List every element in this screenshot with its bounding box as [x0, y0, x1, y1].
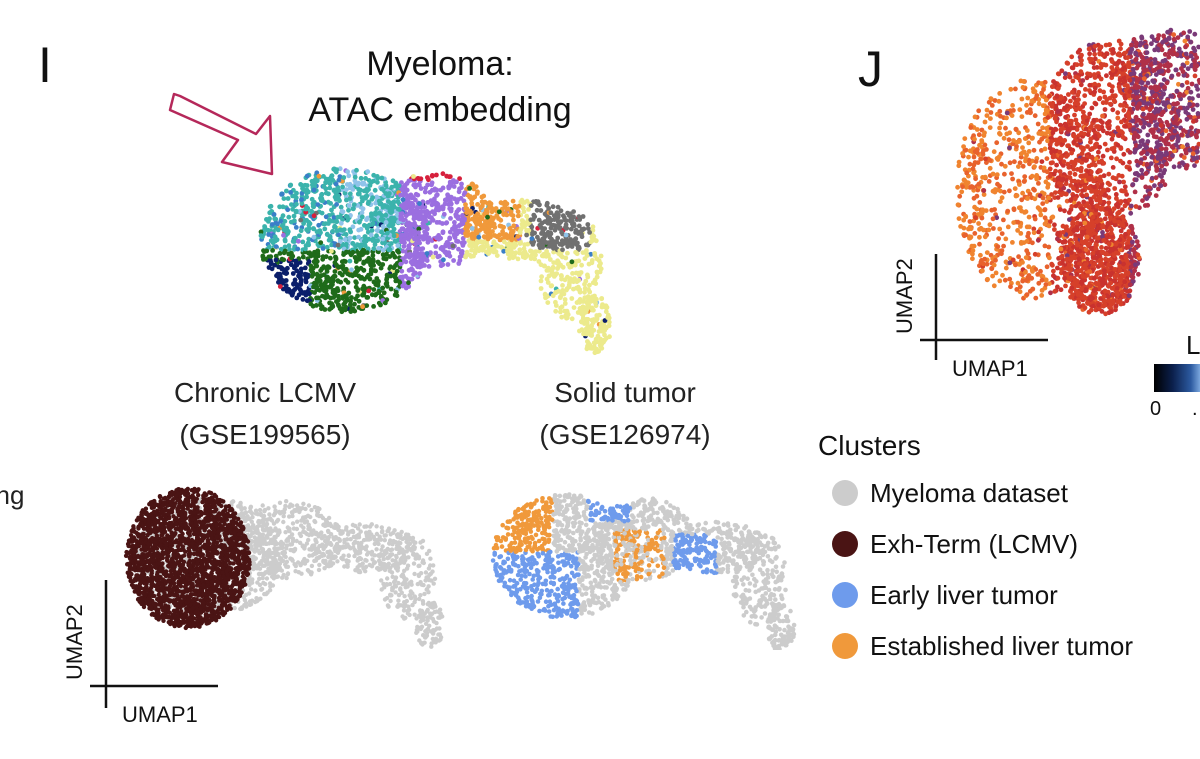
myeloma-title-line2: ATAC embedding — [308, 91, 572, 129]
gradient-umap — [955, 27, 1200, 317]
legend-list: Myeloma dataset Exh-Term (LCMV) Early li… — [832, 476, 1133, 663]
legend-label: Exh-Term (LCMV) — [870, 528, 1079, 559]
legend-swatch — [832, 633, 858, 659]
tumor-title-line1: Solid tumor — [554, 377, 696, 408]
umap2-label-j: UMAP2 — [892, 258, 917, 334]
legend-label: Early liver tumor — [870, 579, 1058, 610]
lcmv-umap — [123, 486, 445, 649]
panel-letter-j: J — [858, 41, 883, 97]
legend-label: Myeloma dataset — [870, 477, 1068, 508]
myeloma-atac-umap — [258, 166, 612, 356]
legend-item-lcmv: Exh-Term (LCMV) — [832, 527, 1133, 561]
umap1-label-i: UMAP1 — [122, 702, 198, 727]
legend-item-early-tumor: Early liver tumor — [832, 578, 1133, 612]
legend-swatch — [832, 480, 858, 506]
tumor-title-line2: (GSE126974) — [539, 419, 711, 450]
colorbar-tick-0: 0 — [1150, 398, 1162, 420]
legend-swatch — [832, 531, 858, 557]
cut-off-text: ng — [0, 480, 25, 510]
myeloma-title-line1: Myeloma: — [366, 45, 514, 83]
umap-axis-indicator-i — [90, 580, 218, 708]
umap1-label-j: UMAP1 — [952, 356, 1028, 381]
colorbar-letter: L — [1186, 330, 1200, 360]
legend-item-myeloma: Myeloma dataset — [832, 476, 1133, 510]
legend-item-established-tumor: Established liver tumor — [832, 629, 1133, 663]
colorbar-tick-dot: . — [1192, 398, 1198, 420]
panel-letter-i: I — [38, 37, 52, 93]
colorbar — [1154, 364, 1200, 392]
umap-axis-indicator-j — [920, 254, 1048, 360]
lcmv-title-line1: Chronic LCMV — [173, 377, 357, 408]
umap2-label-i: UMAP2 — [62, 604, 87, 680]
legend-swatch — [832, 582, 858, 608]
solid-tumor-umap — [490, 492, 797, 650]
lcmv-title-line2: (GSE199565) — [179, 419, 351, 450]
annotation-arrow-icon — [168, 92, 274, 176]
legend-label: Established liver tumor — [870, 630, 1133, 661]
legend-title: Clusters — [818, 430, 921, 461]
